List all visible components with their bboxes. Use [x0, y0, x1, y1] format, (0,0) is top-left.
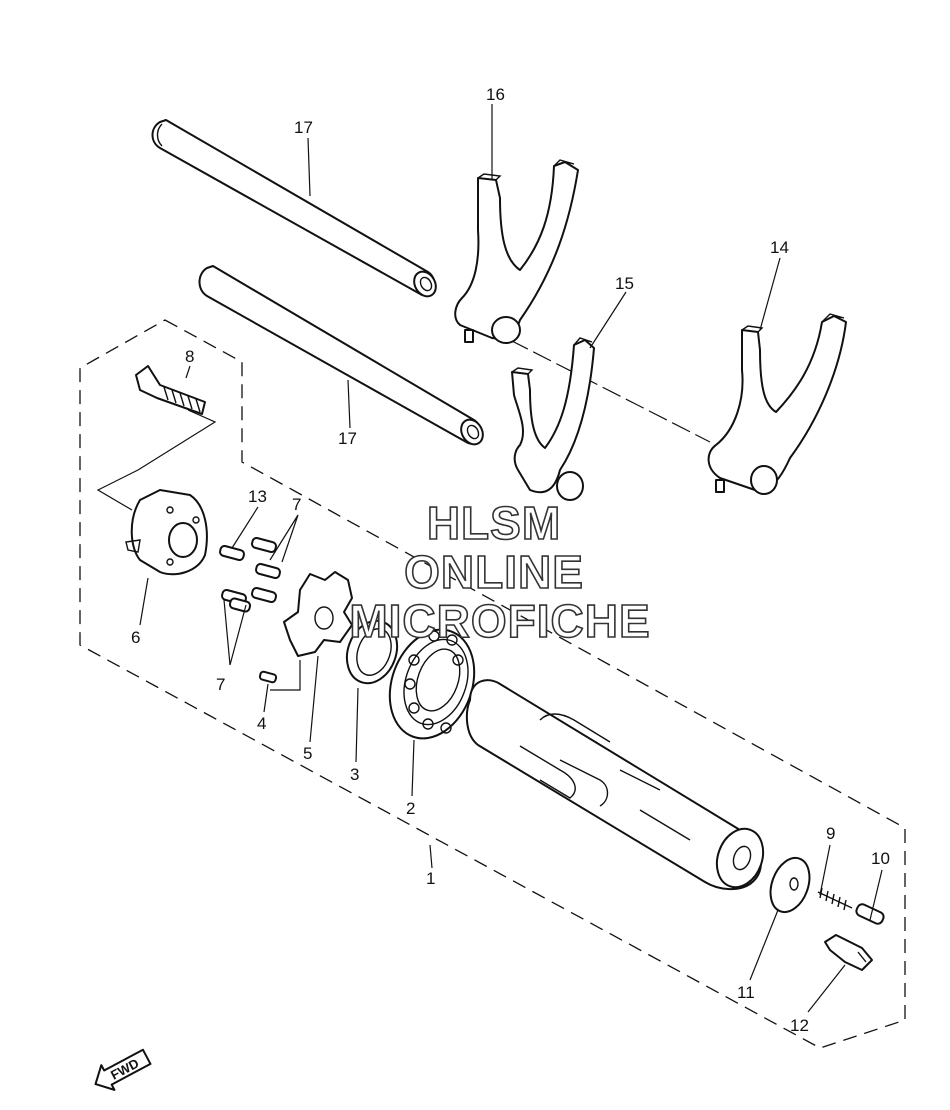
- callout-9: 9: [826, 824, 835, 843]
- callout-15: 15: [615, 274, 634, 293]
- callout-17-upper: 17: [294, 118, 313, 137]
- callout-5: 5: [303, 744, 312, 763]
- guide-bar-lower: [198, 265, 484, 446]
- pins-7-13: [219, 536, 281, 613]
- callout-10: 10: [871, 849, 890, 868]
- leader-lines: [139, 104, 883, 1013]
- washer-11: [769, 856, 811, 914]
- shift-drum: [465, 679, 765, 890]
- spring-9: [817, 887, 853, 911]
- segment-6: [125, 489, 208, 576]
- watermark-line-2: ONLINE: [404, 546, 584, 598]
- callout-1: 1: [426, 869, 435, 888]
- callout-4: 4: [257, 714, 266, 733]
- callout-7-lower: 7: [216, 675, 225, 694]
- fork-axis-line: [509, 339, 711, 443]
- callout-14: 14: [770, 238, 789, 257]
- shift-fork-16: [454, 159, 579, 344]
- shift-fork-15: [511, 337, 595, 501]
- assembly-boundary: [79, 319, 906, 1049]
- callout-2: 2: [406, 799, 415, 818]
- screw-12: [824, 934, 873, 971]
- shift-fork-14: [707, 313, 847, 495]
- callout-8: 8: [185, 347, 194, 366]
- callout-7-upper: 7: [292, 495, 301, 514]
- callout-11: 11: [737, 983, 755, 1002]
- callout-13: 13: [248, 487, 267, 506]
- screw-8: [135, 365, 206, 415]
- ring-3: [345, 619, 399, 685]
- pin-4: [258, 670, 278, 684]
- guide-bar-upper: [151, 119, 437, 298]
- star-plate-5: [283, 571, 353, 657]
- callout-17-lower: 17: [338, 429, 357, 448]
- callout-16: 16: [486, 85, 505, 104]
- callout-6: 6: [131, 628, 140, 647]
- callout-12: 12: [790, 1016, 809, 1035]
- bearing-2: [388, 628, 476, 740]
- watermark: HLSM ONLINE MICROFICHE: [349, 496, 651, 648]
- callout-3: 3: [350, 765, 359, 784]
- fwd-arrow-icon: FWD: [94, 1048, 152, 1091]
- pin-10: [855, 903, 885, 925]
- watermark-line-3: MICROFICHE: [349, 595, 650, 647]
- watermark-line-1: HLSM: [427, 497, 561, 549]
